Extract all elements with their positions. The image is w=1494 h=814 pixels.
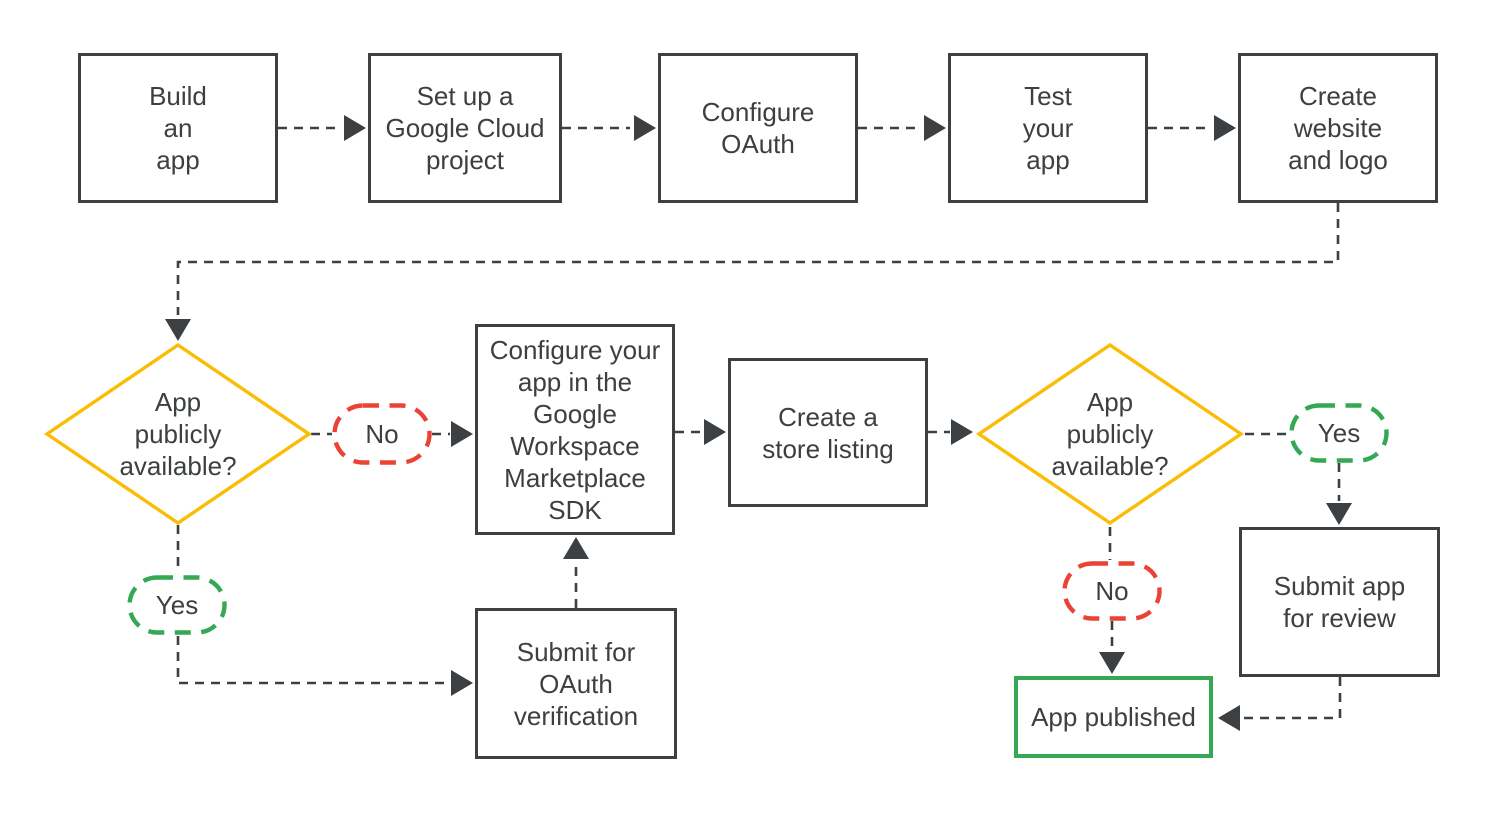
arrowhead-right-icon: [344, 115, 366, 141]
node-label: Configure your app in the Google Workspa…: [489, 334, 661, 525]
diamond-shape: [44, 343, 312, 525]
arrowhead-right-icon: [951, 419, 973, 445]
node-app-published: App published: [1014, 676, 1213, 758]
edge-no1-to-sdk: [432, 421, 473, 447]
node-label: Submit for OAuth verification: [513, 636, 639, 731]
edge-sdk-to-store: [675, 419, 726, 445]
node-label: Test your app: [1022, 81, 1074, 175]
edge-review-to-published: [1218, 677, 1342, 731]
arrowhead-down-icon: [165, 319, 191, 341]
decision-label: App publicly available?: [119, 387, 237, 481]
node-label: App published: [1031, 702, 1196, 732]
node-configure-oauth: Configure OAuth: [658, 53, 858, 203]
branch-label: Yes: [1317, 418, 1361, 448]
oval-shape: [1289, 403, 1389, 463]
branch-no-1: No: [332, 403, 432, 465]
node-build-an-app: Build an app: [78, 53, 278, 203]
arrowhead-down-icon: [1326, 503, 1352, 525]
edge-yes2-to-review: [1326, 463, 1352, 525]
node-label: Submit app for review: [1273, 571, 1406, 633]
arrowhead-left-icon: [1218, 705, 1240, 731]
edge-cloud-to-configure-oauth: [562, 115, 656, 141]
edge-yes1-to-oauth-verification: [176, 636, 473, 696]
edge-oauth-verification-to-sdk: [563, 537, 589, 608]
branch-label: No: [365, 419, 399, 449]
branch-label: Yes: [155, 590, 199, 620]
branch-no-2: No: [1062, 561, 1162, 621]
oval-shape: [1062, 561, 1162, 621]
node-label: Build an app: [149, 81, 207, 175]
branch-yes-1: Yes: [127, 575, 227, 635]
node-create-store-listing: Create a store listing: [728, 358, 928, 507]
arrowhead-right-icon: [451, 421, 473, 447]
edge-test-to-website: [1148, 115, 1236, 141]
node-label: Create website and logo: [1288, 81, 1388, 175]
branch-yes-2: Yes: [1289, 403, 1389, 463]
node-create-website-and-logo: Create website and logo: [1238, 53, 1438, 203]
oval-shape: [127, 575, 227, 635]
edge-build-to-cloud: [278, 115, 366, 141]
node-set-up-google-cloud-project: Set up a Google Cloud project: [368, 53, 562, 203]
arrowhead-right-icon: [634, 115, 656, 141]
decision-label: App publicly available?: [1051, 387, 1169, 481]
arrowhead-right-icon: [704, 419, 726, 445]
arrowhead-up-icon: [563, 537, 589, 559]
node-configure-app-in-marketplace-sdk: Configure your app in the Google Workspa…: [475, 324, 675, 535]
branch-label: No: [1095, 576, 1129, 606]
arrowhead-right-icon: [924, 115, 946, 141]
node-label: Create a store listing: [762, 401, 894, 464]
arrowhead-down-icon: [1099, 652, 1125, 674]
node-label: Configure OAuth: [701, 97, 815, 159]
node-submit-app-for-review: Submit app for review: [1239, 527, 1440, 677]
arrowhead-right-icon: [1214, 115, 1236, 141]
oval-shape: [332, 403, 432, 465]
edge-no2-to-published: [1099, 621, 1125, 674]
node-submit-for-oauth-verification: Submit for OAuth verification: [475, 608, 677, 759]
decision-app-publicly-available-2: App publicly available?: [976, 343, 1244, 525]
diamond-shape: [976, 343, 1244, 525]
arrowhead-right-icon: [451, 670, 473, 696]
node-test-your-app: Test your app: [948, 53, 1148, 203]
node-label: Set up a Google Cloud project: [385, 81, 545, 175]
edge-configure-oauth-to-test: [858, 115, 946, 141]
edge-store-to-decision2: [928, 419, 973, 445]
decision-app-publicly-available-1: App publicly available?: [44, 343, 312, 525]
edge-website-to-decision1: [165, 203, 1340, 341]
